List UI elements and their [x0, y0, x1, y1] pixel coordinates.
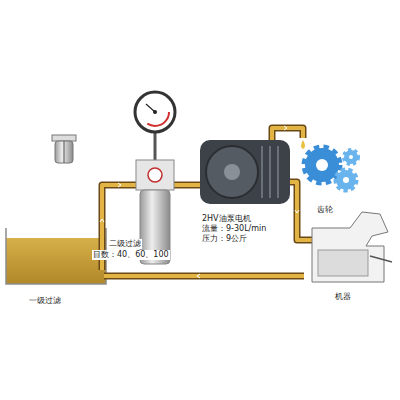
component-label: 2HV油泵电机: [201, 214, 252, 224]
oil-drop: [301, 140, 305, 149]
label-holder: 二级过滤: [108, 232, 142, 250]
label-holder: 齿轮: [316, 198, 334, 216]
component-label: 压力：9公斤: [201, 234, 248, 244]
component-label: 流量：9-30L/min: [201, 224, 267, 234]
component-label: 二级过滤: [108, 239, 142, 249]
machine: [312, 212, 392, 282]
component-label: 一级过滤: [28, 296, 62, 306]
label-holder: 一级过滤: [28, 289, 62, 307]
label-holder: 流量：9-30L/min: [201, 217, 267, 235]
component-label: 目数：40、60、100: [92, 250, 170, 260]
label-holder: 机器: [334, 285, 352, 303]
label-holder: 2HV油泵电机: [201, 207, 252, 225]
gears: [305, 148, 358, 190]
component-label: 齿轮: [316, 205, 334, 215]
pump-motor: [200, 140, 290, 204]
label-holder: 目数：40、60、100: [92, 243, 170, 261]
oil-tank: [6, 228, 106, 284]
component-label: 机器: [334, 292, 352, 302]
label-holder: 压力：9公斤: [201, 227, 248, 245]
filter-icon: [52, 135, 76, 163]
